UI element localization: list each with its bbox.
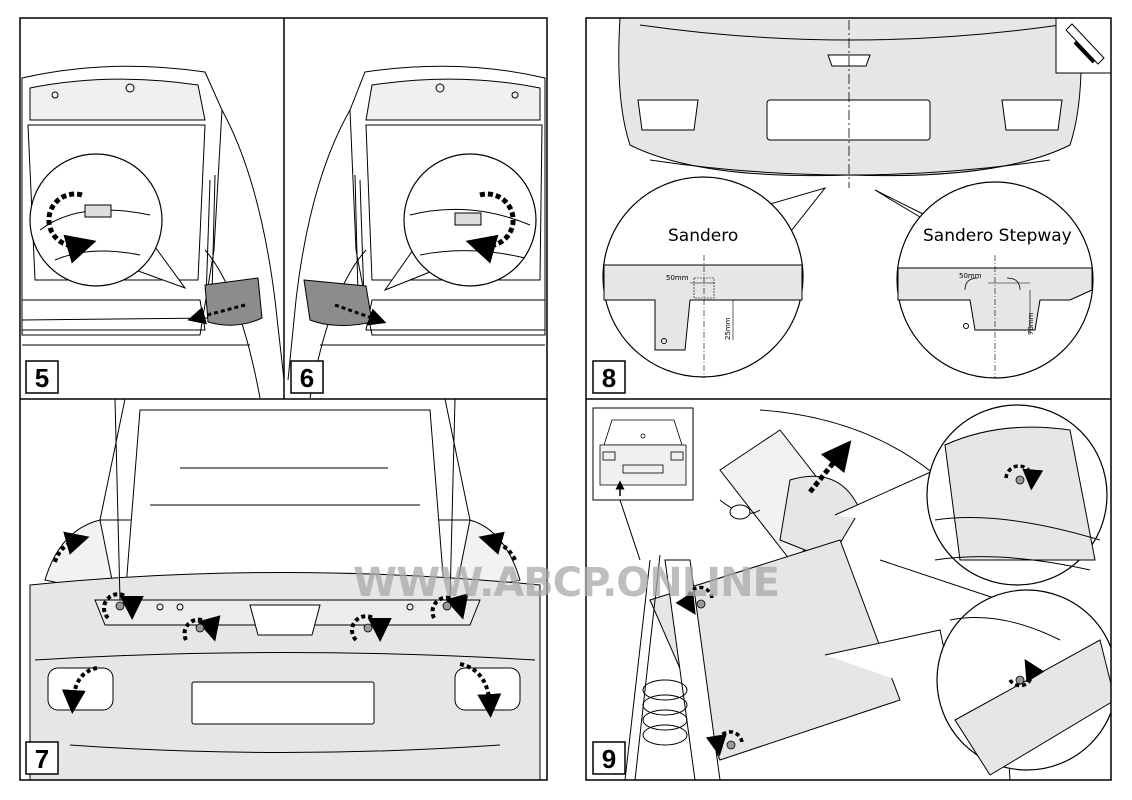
rear-bumper-illustration xyxy=(29,399,541,780)
rotate-arrow-icon xyxy=(1004,464,1044,491)
detail-callout xyxy=(29,153,163,287)
rotate-arrow-icon xyxy=(675,585,744,757)
stepway-detail xyxy=(897,255,1093,378)
step-number-6: 6 xyxy=(300,363,314,393)
sandero-detail xyxy=(603,255,803,378)
cutter-knife-icon xyxy=(1055,18,1111,74)
panel-borders xyxy=(19,17,1112,781)
dimension-vertical-stepway: 70mm xyxy=(1027,312,1035,335)
dimension-vertical-sandero: 25mm xyxy=(724,317,732,340)
rotate-arrow-icon xyxy=(53,531,517,718)
dimension-horizontal-sandero: 50mm xyxy=(666,274,689,282)
panel-step-9 xyxy=(592,404,1111,780)
rear-light-cover xyxy=(204,277,263,326)
pull-arrow-icon xyxy=(187,303,246,325)
dimension-horizontal-stepway: 50mm xyxy=(959,272,982,280)
step-number-9: 9 xyxy=(602,744,616,774)
pull-arrow-icon xyxy=(808,440,852,494)
watermark: WWW.ABCP.ONLINE xyxy=(353,560,779,606)
panel-step-6 xyxy=(287,65,546,399)
exhaust-underbody-illustration xyxy=(599,409,1011,780)
rear-light-cover xyxy=(303,279,373,326)
rear-bumper-top-view xyxy=(618,18,1082,177)
step-number-8: 8 xyxy=(602,363,616,393)
panel-step-5 xyxy=(21,65,284,399)
step-number-7: 7 xyxy=(35,744,49,774)
pull-arrow-icon xyxy=(334,303,387,326)
step-number-5: 5 xyxy=(35,363,49,393)
car-rear-thumbnail-icon xyxy=(592,407,694,501)
panel-step-8: 50mm 25mm Sandero 50mm 70mm Sandero Step… xyxy=(602,18,1111,379)
sandero-label: Sandero xyxy=(668,226,738,246)
rotate-arrow-icon xyxy=(465,191,516,264)
sandero-stepway-label: Sandero Stepway xyxy=(923,226,1072,246)
rotate-arrow-icon xyxy=(46,191,97,264)
panel-step-7 xyxy=(29,399,541,780)
